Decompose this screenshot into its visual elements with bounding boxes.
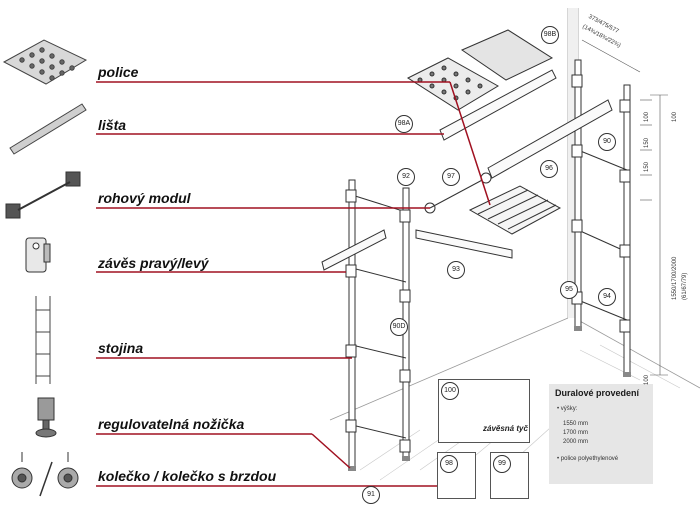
label-nozicka: regulovatelná nožička [98, 416, 245, 432]
label-stojina: stojina [98, 340, 144, 356]
callout-91: 91 [362, 486, 380, 504]
hanging-rod-box: 100 závěsná tyč [438, 379, 530, 443]
label-police: police [98, 64, 139, 80]
dim-spacing-4: 100 [672, 111, 678, 122]
top-shelves [406, 29, 554, 111]
info-line-1700: 1700 mm [563, 430, 589, 436]
callout-98b: 98B [541, 26, 559, 44]
caster-wheel-icon [11, 452, 79, 497]
dim-foot: 100 [644, 374, 650, 385]
dim-spacing-1: 100 [644, 111, 650, 122]
label-lista: lišta [98, 117, 127, 133]
info-line-1550: 1550 mm [563, 421, 589, 427]
post-brackets [345, 74, 631, 453]
wheel-box-99: 99 [490, 452, 529, 499]
info-line-2000: 2000 mm [563, 439, 589, 445]
rail-bar-icon [9, 103, 87, 155]
post-feet [348, 326, 631, 471]
callout-94: 94 [598, 288, 616, 306]
callout-100: 100 [441, 382, 459, 400]
hanger-bracket-icon [25, 237, 51, 273]
slatted-shelf [468, 185, 562, 235]
wheel-box-98: 98 [437, 452, 476, 499]
cross-members [351, 149, 628, 439]
dim-spacing-2: 150 [644, 137, 650, 148]
callout-96: 96 [540, 160, 558, 178]
callout-95: 95 [560, 281, 578, 299]
callout-98a: 98A [395, 115, 413, 133]
callout-93: 93 [447, 261, 465, 279]
dimension-lines [581, 39, 668, 376]
leader-lines [96, 81, 491, 487]
callout-92: 92 [397, 168, 415, 186]
callout-99: 99 [493, 455, 511, 473]
callout-90d: 90D [390, 318, 408, 336]
corner-module-icon [5, 171, 81, 219]
shelf-grid-icon [2, 39, 88, 85]
info-box-title: Duralové provedení [555, 388, 640, 398]
callout-98: 98 [440, 455, 458, 473]
adjustable-foot-icon [35, 397, 57, 438]
info-line-shelves: • police polyethylenové [557, 456, 619, 462]
wall-rails [321, 69, 613, 271]
dim-height-sub: (61/67/79) [682, 272, 688, 300]
callout-90: 90 [598, 133, 616, 151]
dim-height: 1550/1700/2000 [672, 256, 678, 300]
label-kolecko: kolečko / kolečko s brzdou [98, 468, 277, 484]
dim-spacing-3: 150 [644, 161, 650, 172]
label-rohovy-modul: rohový modul [98, 190, 191, 206]
info-line-heights: • výšky: [557, 406, 578, 412]
info-box: Duralové provedení • výšky: 1550 mm 1700… [549, 384, 653, 484]
wall-edge [568, 8, 578, 318]
label-zaves: závěs pravý/levý [98, 255, 209, 271]
upright-post-icon [35, 296, 51, 384]
hanging-rod-label: závěsná tyč [483, 424, 528, 433]
callout-97: 97 [442, 168, 460, 186]
